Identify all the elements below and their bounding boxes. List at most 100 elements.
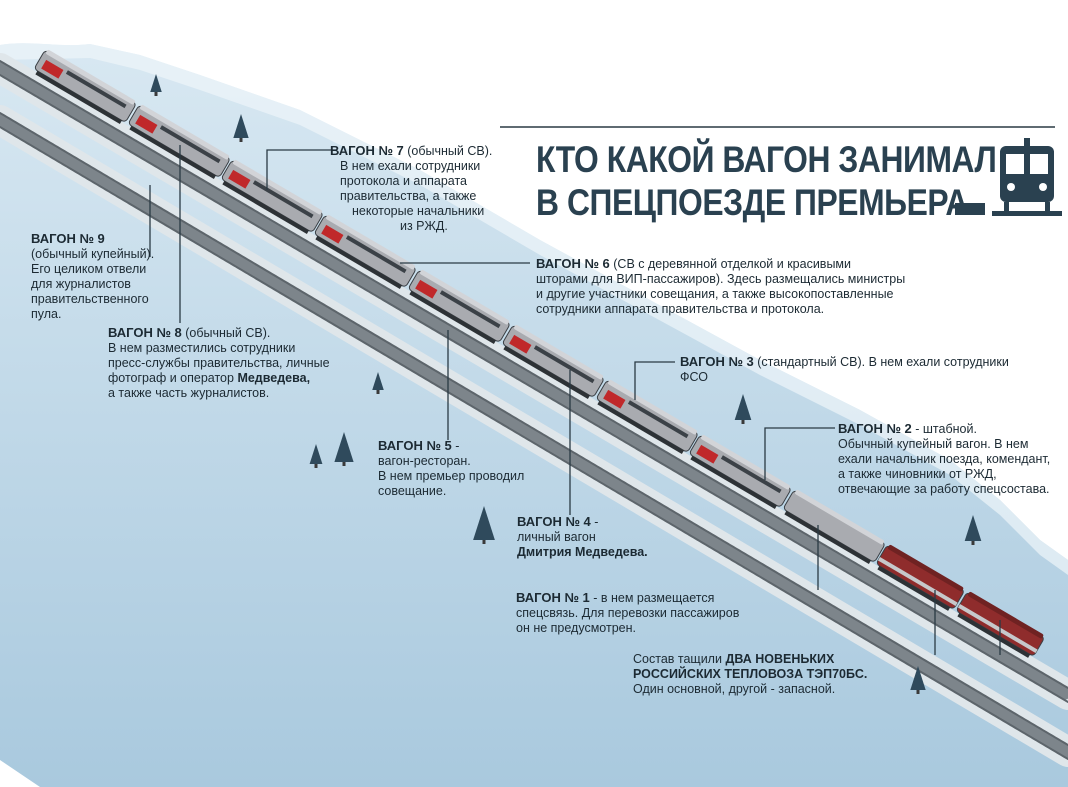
wagon-7-line: правительства, а также	[340, 189, 477, 203]
tree-trunk	[239, 138, 243, 142]
title-bar	[955, 203, 985, 215]
tree	[473, 506, 495, 540]
tree-trunk	[342, 462, 346, 466]
annotation-wagon-4: ВАГОН № 4 - личный вагон Дмитрия Медведе…	[517, 514, 648, 560]
tree	[233, 114, 249, 138]
wagon-9-label: ВАГОН № 9	[31, 231, 105, 246]
wagon-4-label: ВАГОН № 4	[517, 514, 591, 529]
annotation-wagon-1: ВАГОН № 1 - в нем размещается спецсвязь.…	[516, 590, 739, 636]
wagon-8-line: пресс-службы правительства, личные	[108, 356, 330, 370]
car-6	[314, 214, 416, 289]
car-8	[128, 104, 230, 179]
wagon-1-line: он не предусмотрен.	[516, 621, 636, 635]
wagon-8-line: а также часть журналистов.	[108, 386, 270, 400]
wagon-4-line: личный вагон	[517, 530, 596, 544]
tree-trunk	[971, 541, 975, 545]
wagon-9-line: пула.	[31, 307, 62, 321]
wagon-7-label: ВАГОН № 7	[330, 143, 404, 158]
wagon-5-line: В нем премьер проводил	[378, 469, 525, 483]
wagon-8-line: В нем разместились сотрудники	[108, 341, 296, 355]
loco-line-3: Один основной, другой - запасной.	[633, 682, 836, 696]
car-4	[502, 324, 604, 399]
wagon-6-line: шторами для ВИП-пассажиров). Здесь разме…	[536, 272, 906, 286]
wagon-8-line3-pre: фотограф и оператор	[108, 371, 238, 385]
wagon-9-line: Его целиком отвели	[31, 262, 147, 276]
wagon-8-line3-bold: Медведева,	[237, 371, 311, 385]
annotation-wagon-2: ВАГОН № 2 - штабной. Обычный купейный ва…	[838, 421, 1050, 497]
wagon-2-line: отвечающие за работу спецсостава.	[838, 482, 1050, 496]
wagon-6-suffix: (СВ с деревянной отделкой и красивыми	[609, 257, 851, 271]
wagon-7-line: некоторые начальники	[352, 204, 485, 218]
loco-pre: Состав тащили	[633, 652, 726, 666]
car-2	[689, 434, 791, 509]
wagon-3-suffix: (стандартный СВ). В нем ехали сотрудники	[753, 355, 1009, 369]
wagon-3-line: ФСО	[680, 370, 708, 384]
wagon-6-line: и другие участники совещания, а также вы…	[536, 287, 894, 301]
annotation-locomotives: Состав тащили ДВА НОВЕНЬКИХ РОССИЙСКИХ Т…	[633, 652, 867, 697]
car-1	[783, 489, 885, 564]
trees	[150, 74, 982, 694]
wagon-5-line: вагон-ресторан.	[378, 454, 471, 468]
leader-w7	[266, 149, 337, 190]
tree	[309, 444, 323, 464]
car-3	[596, 379, 698, 454]
wagon-3-label: ВАГОН № 3	[680, 354, 754, 369]
tree-trunk	[154, 92, 158, 96]
wagon-2-label: ВАГОН № 2	[838, 421, 912, 436]
wagon-9-line: правительственного	[31, 292, 149, 306]
tree-trunk	[916, 690, 920, 694]
annotation-wagon-8: ВАГОН № 8 (обычный СВ). В нем разместили…	[108, 325, 330, 401]
wagon-1-label: ВАГОН № 1	[516, 590, 590, 605]
wagon-8-label: ВАГОН № 8	[108, 325, 182, 340]
train-icon	[992, 138, 1062, 216]
leader-lines	[149, 126, 1055, 655]
wagon-5-line: совещание.	[378, 484, 447, 498]
car-9	[34, 49, 136, 124]
tree	[964, 515, 982, 541]
rail-tracks	[0, 53, 1068, 767]
wagon-2-suffix: - штабной.	[911, 422, 977, 436]
annotation-wagon-3: ВАГОН № 3 (стандартный СВ). В нем ехали …	[680, 354, 1009, 385]
annotation-wagon-7: ВАГОН № 7 (обычный СВ). В нем ехали сотр…	[330, 143, 505, 234]
wagon-8-suffix: (обычный СВ).	[181, 326, 271, 340]
wagon-7-line: протокола и аппарата	[340, 174, 468, 188]
tree-trunk	[376, 390, 380, 394]
tree	[910, 666, 926, 690]
loco-bold-2: РОССИЙСКИХ ТЕПЛОВОЗА ТЭП70БС.	[633, 667, 868, 681]
wagon-9-line: для журналистов	[31, 277, 131, 291]
wagon-1-suffix: - в нем размещается	[589, 591, 715, 605]
title-line-1: КТО КАКОЙ ВАГОН ЗАНИМАЛ	[536, 139, 997, 180]
tree	[372, 372, 384, 390]
wagon-4-bold-line: Дмитрия Медведева.	[517, 545, 648, 559]
car-7	[221, 159, 323, 234]
wagon-6-label: ВАГОН № 6	[536, 256, 610, 271]
tree	[334, 432, 354, 462]
loco-bold-1: ДВА НОВЕНЬКИХ	[725, 652, 835, 666]
train	[34, 49, 1044, 658]
tree	[734, 394, 752, 420]
annotation-wagon-9: ВАГОН № 9 (обычный купейный). Его целико…	[31, 231, 154, 322]
wagon-1-line: спецсвязь. Для перевозки пассажиров	[516, 606, 740, 620]
wagon-7-line: из РЖД.	[400, 219, 448, 233]
leader-w3	[634, 361, 675, 400]
wagon-7-line: В нем ехали сотрудники	[340, 159, 481, 173]
annotation-wagon-5: ВАГОН № 5 - вагон-ресторан. В нем премье…	[378, 438, 524, 499]
page-title: КТО КАКОЙ ВАГОН ЗАНИМАЛ В СПЕЦПОЕЗДЕ ПРЕ…	[536, 138, 997, 224]
tree-trunk	[482, 540, 486, 544]
wagon-4-suffix: -	[590, 515, 599, 529]
car-5	[408, 269, 510, 344]
wagon-5-suffix: -	[451, 439, 460, 453]
tree	[150, 74, 162, 92]
tree-trunk	[741, 420, 745, 424]
tree-trunk	[314, 464, 318, 468]
wagon-2-line: Обычный купейный вагон. В нем	[838, 437, 1029, 451]
wagon-7-suffix: (обычный СВ).	[403, 144, 493, 158]
wagon-2-line: ехали начальник поезда, комендант,	[838, 452, 1051, 466]
title-line-2: В СПЕЦПОЕЗДЕ ПРЕМЬЕРА	[536, 182, 968, 223]
leader-w2	[764, 427, 835, 480]
wagon-2-line: а также чиновники от РЖД,	[838, 467, 997, 481]
wagon-9-line: (обычный купейный).	[31, 247, 155, 261]
wagon-5-label: ВАГОН № 5	[378, 438, 452, 453]
